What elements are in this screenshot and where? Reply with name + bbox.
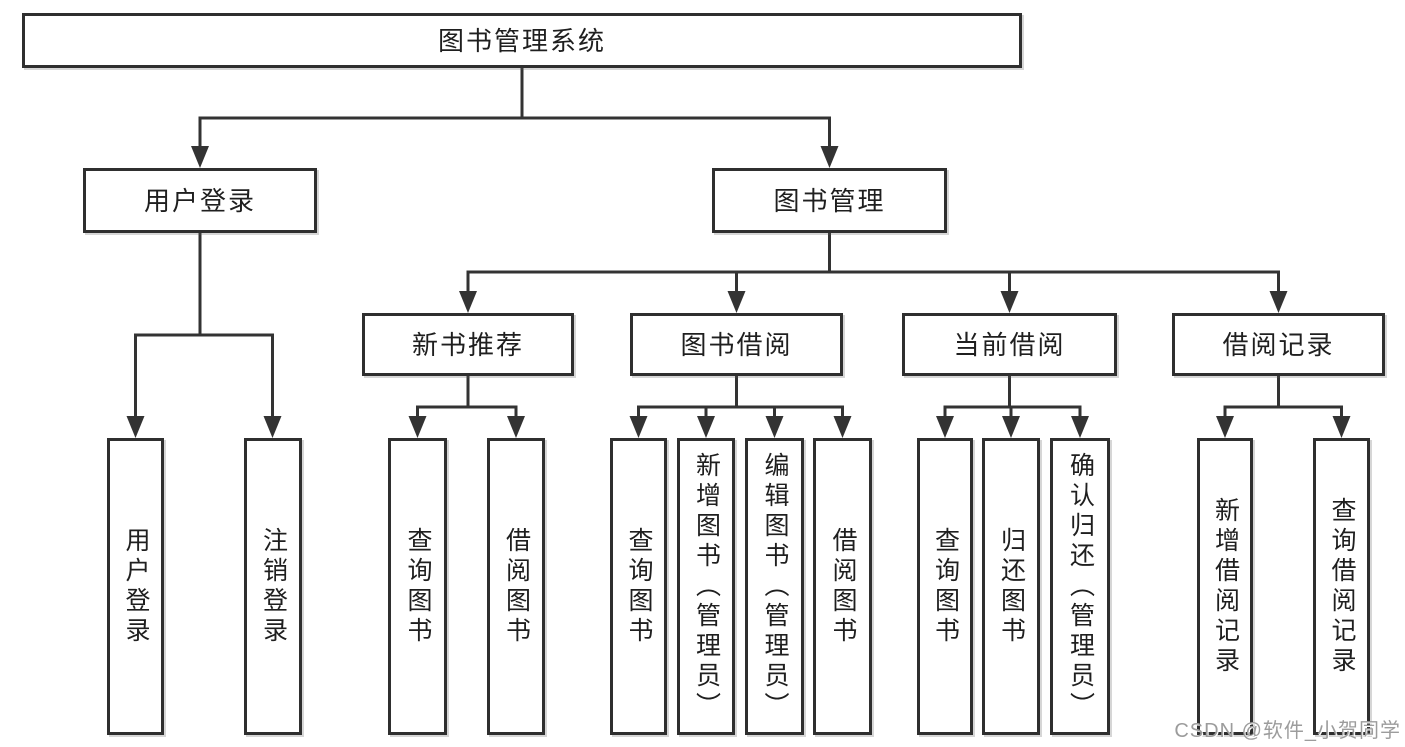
edge-book-borrow-children xyxy=(637,374,844,422)
arrow-icon xyxy=(697,416,715,438)
watermark-text: CSDN @软件_小贺同学 xyxy=(1174,720,1401,742)
edge-borrow-records-children xyxy=(1223,374,1343,422)
arrow-icon xyxy=(765,416,784,438)
arrow-icon xyxy=(1332,416,1351,438)
leaf-rec-borrow-books: 借阅图书 xyxy=(487,438,545,735)
edge-new-book-recommend-children xyxy=(416,374,518,422)
node-new-book-recommend: 新书推荐 xyxy=(362,313,574,376)
arrow-icon xyxy=(459,291,477,313)
arrow-icon xyxy=(1002,416,1020,438)
leaf-rec-query-books: 查询图书 xyxy=(388,438,447,735)
arrowheads xyxy=(126,146,1351,438)
arrow-icon xyxy=(1000,291,1019,313)
arrow-icon xyxy=(408,416,427,438)
leaf-br-add-record: 新增借阅记录 xyxy=(1197,438,1253,735)
leaf-bb-add-books: 新增图书（管理员） xyxy=(677,438,735,735)
leaf-bb-query-books-label: 查询图书 xyxy=(625,526,653,647)
arrow-icon xyxy=(833,416,852,438)
leaf-br-query-record: 查询借阅记录 xyxy=(1313,438,1370,735)
node-new-book-recommend-label: 新书推荐 xyxy=(411,329,524,360)
arrow-icon xyxy=(1071,416,1089,438)
node-user-login: 用户登录 xyxy=(83,168,317,233)
arrow-icon xyxy=(126,416,145,438)
leaf-logout-login: 注销登录 xyxy=(244,438,302,735)
leaf-br-query-record-label: 查询借阅记录 xyxy=(1328,496,1356,677)
arrow-icon xyxy=(727,291,746,313)
leaf-bb-edit-books: 编辑图书（管理员） xyxy=(745,438,804,735)
leaf-user-login: 用户登录 xyxy=(107,438,164,735)
leaf-user-login-label: 用户登录 xyxy=(122,526,150,647)
leaf-rec-query-books-label: 查询图书 xyxy=(404,526,432,647)
leaf-cb-query-books: 查询图书 xyxy=(917,438,973,735)
arrow-icon xyxy=(1216,416,1234,438)
leaf-cb-return-books: 归还图书 xyxy=(982,438,1040,735)
arrow-icon xyxy=(820,146,839,168)
arrow-icon xyxy=(1269,291,1288,313)
node-book-management-label: 图书管理 xyxy=(773,185,886,216)
arrow-icon xyxy=(629,416,648,438)
node-book-management: 图书管理 xyxy=(712,168,947,233)
leaf-logout-login-label: 注销登录 xyxy=(259,526,288,647)
edge-root-to-level2 xyxy=(198,66,831,152)
node-root-label: 图书管理系统 xyxy=(437,25,606,56)
leaf-bb-borrow-books: 借阅图书 xyxy=(813,438,872,735)
leaf-cb-return-books-label: 归还图书 xyxy=(997,526,1026,647)
arrow-icon xyxy=(191,146,209,168)
leaf-cb-confirm-return: 确认归还（管理员） xyxy=(1050,438,1110,735)
arrow-icon xyxy=(936,416,954,438)
node-root: 图书管理系统 xyxy=(22,13,1022,68)
arrow-icon xyxy=(263,416,282,438)
edge-current-borrow-children xyxy=(943,374,1082,422)
leaf-bb-borrow-books-label: 借阅图书 xyxy=(829,526,857,647)
leaf-cb-confirm-return-label: 确认归还（管理员） xyxy=(1066,451,1095,722)
leaf-rec-borrow-books-label: 借阅图书 xyxy=(502,526,531,647)
leaf-bb-edit-books-label: 编辑图书（管理员） xyxy=(761,451,789,722)
leaf-br-add-record-label: 新增借阅记录 xyxy=(1211,496,1240,677)
edge-book-management-children xyxy=(466,231,1280,298)
leaf-bb-query-books: 查询图书 xyxy=(610,438,667,735)
leaf-bb-add-books-label: 新增图书（管理员） xyxy=(692,451,721,722)
node-current-borrow: 当前借阅 xyxy=(902,313,1117,376)
edge-user-login-children xyxy=(134,231,274,422)
node-book-borrow-label: 图书借阅 xyxy=(680,329,793,360)
leaf-cb-query-books-label: 查询图书 xyxy=(931,526,960,647)
node-borrow-records-label: 借阅记录 xyxy=(1222,329,1335,360)
arrow-icon xyxy=(507,416,525,438)
node-book-borrow: 图书借阅 xyxy=(630,313,843,376)
node-current-borrow-label: 当前借阅 xyxy=(953,329,1066,360)
node-borrow-records: 借阅记录 xyxy=(1172,313,1385,376)
node-user-login-label: 用户登录 xyxy=(143,185,256,216)
